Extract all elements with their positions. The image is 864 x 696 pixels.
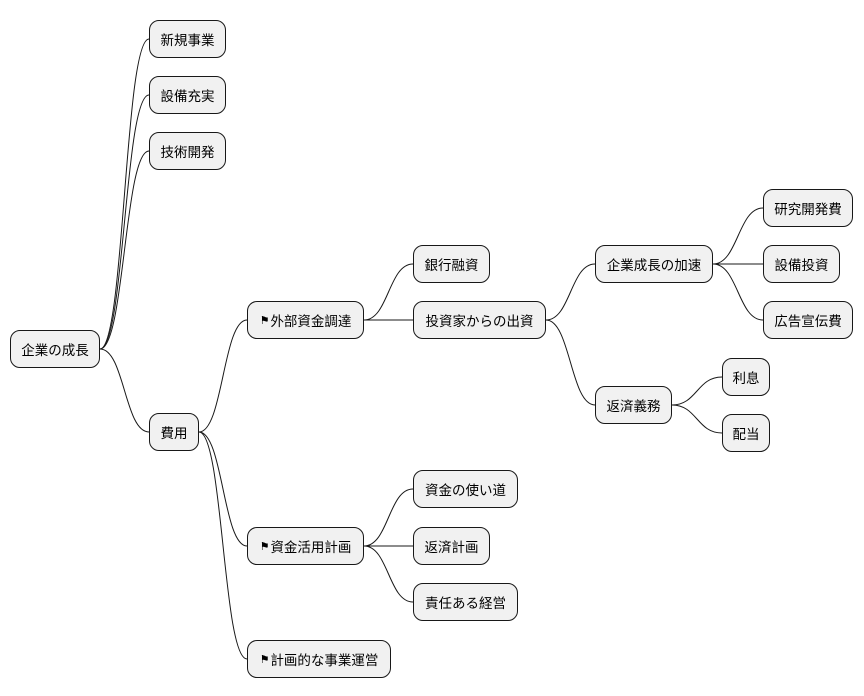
node-fund-usage[interactable]: 資金の使い道 <box>413 470 518 508</box>
connector <box>99 94 150 350</box>
node-bank-loan[interactable]: 銀行融資 <box>413 245 490 283</box>
node-equipment-investment[interactable]: 設備投資 <box>763 245 840 283</box>
flag-icon: ⚑ <box>259 313 270 327</box>
connector <box>363 488 414 547</box>
flag-icon: ⚑ <box>259 539 270 553</box>
connector <box>712 207 764 265</box>
node-equipment[interactable]: 設備充実 <box>149 76 226 114</box>
node-cost[interactable]: 費用 <box>149 413 199 451</box>
connector <box>363 545 414 603</box>
node-root[interactable]: 企業の成長 <box>10 330 100 368</box>
node-repayment-duty[interactable]: 返済義務 <box>595 386 672 424</box>
connector <box>99 38 150 350</box>
node-interest[interactable]: 利息 <box>722 358 770 396</box>
flag-icon: ⚑ <box>259 652 270 666</box>
node-growth-acceleration[interactable]: 企業成長の加速 <box>595 245 713 283</box>
connector <box>99 348 150 433</box>
node-external-funding[interactable]: ⚑ 外部資金調達 <box>247 301 364 339</box>
node-responsible-management[interactable]: 責任ある経営 <box>413 583 518 621</box>
connector <box>363 263 414 321</box>
node-rnd-cost[interactable]: 研究開発費 <box>763 189 853 227</box>
node-new-business[interactable]: 新規事業 <box>149 20 226 58</box>
connector <box>545 263 596 321</box>
connector <box>198 431 248 547</box>
node-ad-cost[interactable]: 広告宣伝費 <box>763 301 853 339</box>
node-repayment-plan[interactable]: 返済計画 <box>413 527 490 565</box>
node-dividend[interactable]: 配当 <box>722 414 770 452</box>
connector <box>99 150 150 350</box>
node-tech-development[interactable]: 技術開発 <box>149 132 226 170</box>
connector <box>198 319 248 433</box>
connector <box>712 263 764 321</box>
connector <box>671 376 723 406</box>
connector <box>198 431 248 660</box>
connector <box>671 404 723 434</box>
connector <box>545 319 596 406</box>
node-investor-funding[interactable]: 投資家からの出資 <box>413 301 546 339</box>
node-fund-usage-plan[interactable]: ⚑ 資金活用計画 <box>247 527 364 565</box>
node-planned-operation[interactable]: ⚑ 計画的な事業運営 <box>247 640 391 678</box>
